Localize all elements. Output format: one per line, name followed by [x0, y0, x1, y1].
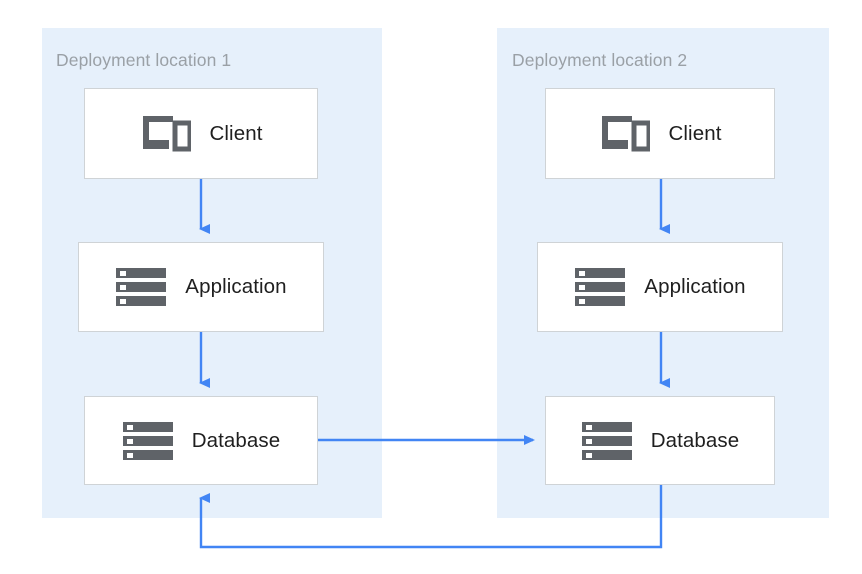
node-client-2[interactable]: Client [545, 88, 775, 179]
node-application-2-label: Application [644, 275, 746, 298]
server-icon [115, 265, 167, 309]
server-icon [122, 419, 174, 463]
node-application-1[interactable]: Application [78, 242, 324, 332]
node-client-1[interactable]: Client [84, 88, 318, 179]
region-2-label: Deployment location 2 [512, 50, 688, 70]
node-database-1-label: Database [191, 428, 281, 452]
devices-icon [598, 112, 651, 156]
region-1-label: Deployment location 1 [56, 50, 232, 70]
node-database-2-label: Database [650, 428, 740, 452]
node-database-1[interactable]: Database [84, 396, 318, 485]
server-icon [581, 419, 633, 463]
node-client-2-label: Client [668, 121, 722, 145]
devices-icon [139, 112, 192, 156]
node-client-1-label: Client [209, 121, 263, 145]
node-application-2[interactable]: Application [537, 242, 783, 332]
node-database-2[interactable]: Database [545, 396, 775, 485]
server-icon [574, 265, 626, 309]
node-application-1-label: Application [185, 275, 287, 298]
